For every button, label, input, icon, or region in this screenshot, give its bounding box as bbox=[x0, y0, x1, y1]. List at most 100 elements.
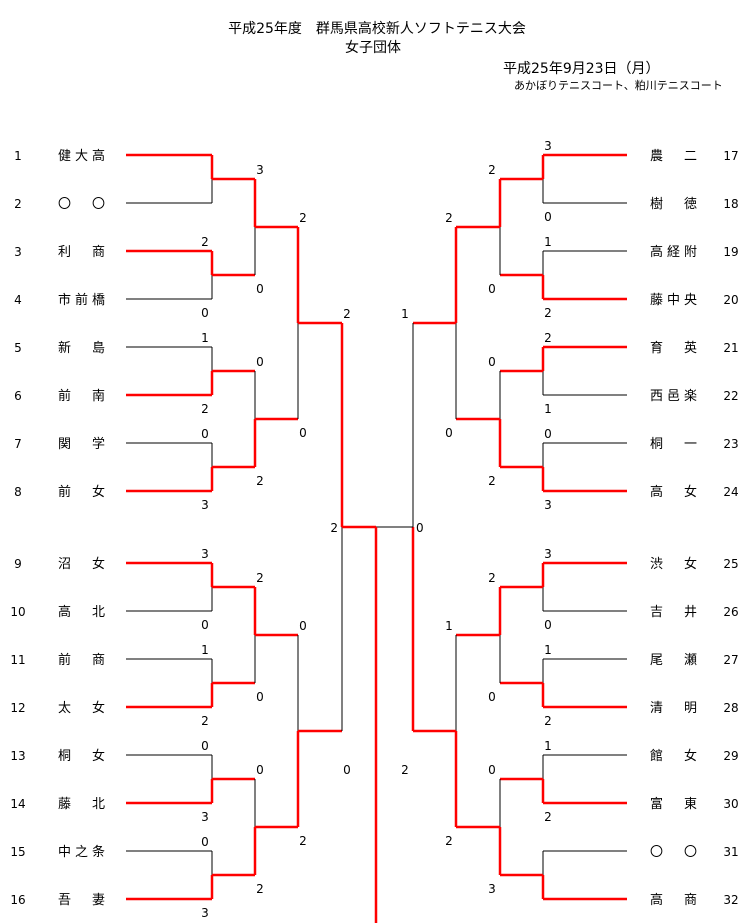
match-score: 0 bbox=[256, 355, 264, 369]
team-seed-number: 3 bbox=[14, 245, 22, 259]
match-score: 2 bbox=[488, 474, 496, 488]
match-score: 2 bbox=[488, 163, 496, 177]
team-name: 太 女 bbox=[58, 700, 109, 716]
team-seed-number: 9 bbox=[14, 557, 22, 571]
team-name: 前 南 bbox=[58, 388, 109, 404]
match-score: 0 bbox=[299, 426, 307, 440]
match-score: 0 bbox=[488, 690, 496, 704]
team-name: 藤 北 bbox=[58, 797, 109, 812]
match-score: 2 bbox=[445, 834, 453, 848]
team-seed-number: 24 bbox=[723, 485, 738, 499]
team-seed-number: 10 bbox=[10, 605, 25, 619]
match-score: 2 bbox=[544, 810, 552, 824]
team-seed-number: 2 bbox=[14, 197, 22, 211]
match-score: 2 bbox=[256, 474, 264, 488]
match-score: 1 bbox=[201, 643, 209, 657]
team-seed-number: 6 bbox=[14, 389, 22, 403]
team-name: 高 女 bbox=[650, 484, 701, 500]
match-score: 2 bbox=[401, 763, 409, 777]
match-score: 0 bbox=[201, 618, 209, 632]
team-name: 桐 一 bbox=[650, 437, 701, 452]
match-score: 2 bbox=[299, 211, 307, 225]
team-seed-number: 13 bbox=[10, 749, 25, 763]
match-score: 3 bbox=[201, 906, 209, 920]
match-score: 0 bbox=[445, 426, 453, 440]
match-score: 0 bbox=[256, 690, 264, 704]
match-score: 0 bbox=[343, 763, 351, 777]
match-score: 3 bbox=[488, 882, 496, 896]
match-score: 0 bbox=[201, 835, 209, 849]
team-name: 〇 〇 bbox=[650, 845, 701, 860]
team-name: 桐 女 bbox=[58, 748, 109, 764]
match-score: 1 bbox=[544, 402, 552, 416]
team-name: 樹 徳 bbox=[650, 197, 701, 212]
team-name: 健大高 bbox=[58, 148, 109, 164]
match-score: 0 bbox=[256, 282, 264, 296]
match-score: 2 bbox=[488, 571, 496, 585]
match-score: 0 bbox=[544, 618, 552, 632]
match-score: 1 bbox=[544, 235, 552, 249]
team-seed-number: 19 bbox=[723, 245, 738, 259]
match-score: 2 bbox=[343, 307, 351, 321]
match-score: 1 bbox=[401, 307, 409, 321]
team-name: 市前橋 bbox=[58, 292, 109, 308]
match-score: 2 bbox=[544, 306, 552, 320]
team-name: 前 商 bbox=[58, 652, 109, 668]
event-venue: あかぼりテニスコート、粕川テニスコート bbox=[514, 79, 723, 92]
match-score: 3 bbox=[544, 139, 552, 153]
team-seed-number: 15 bbox=[10, 845, 25, 859]
team-name: 沼 女 bbox=[58, 556, 109, 572]
match-score: 3 bbox=[201, 810, 209, 824]
match-score: 2 bbox=[201, 235, 209, 249]
team-name: 館 女 bbox=[650, 748, 701, 764]
team-name: 渋 女 bbox=[650, 556, 701, 572]
match-score: 2 bbox=[544, 331, 552, 345]
team-name: 吉 井 bbox=[650, 605, 701, 620]
team-name: 関 学 bbox=[58, 436, 109, 452]
team-seed-number: 28 bbox=[723, 701, 738, 715]
match-score: 0 bbox=[488, 355, 496, 369]
match-score: 0 bbox=[488, 763, 496, 777]
match-score: 0 bbox=[201, 306, 209, 320]
event-category: 女子団体 bbox=[345, 40, 401, 56]
team-name: 尾 瀬 bbox=[650, 653, 701, 668]
team-seed-number: 27 bbox=[723, 653, 738, 667]
team-name: 利 商 bbox=[58, 245, 109, 260]
team-name: 藤中央 bbox=[650, 293, 701, 308]
team-name: 前 女 bbox=[58, 484, 109, 500]
team-name: 農 二 bbox=[650, 149, 701, 164]
team-seed-number: 23 bbox=[723, 437, 738, 451]
team-seed-number: 31 bbox=[723, 845, 738, 859]
match-score: 0 bbox=[256, 763, 264, 777]
team-seed-number: 20 bbox=[723, 293, 738, 307]
team-seed-number: 25 bbox=[723, 557, 738, 571]
tournament-title: 平成25年度 群馬県高校新人ソフトテニス大会 bbox=[228, 21, 526, 37]
team-name: 清 明 bbox=[650, 701, 701, 716]
team-seed-number: 17 bbox=[723, 149, 738, 163]
team-name: 高経附 bbox=[650, 244, 701, 260]
team-seed-number: 4 bbox=[14, 293, 22, 307]
match-score: 0 bbox=[544, 427, 552, 441]
match-score: 1 bbox=[201, 331, 209, 345]
match-score: 3 bbox=[256, 163, 264, 177]
team-seed-number: 26 bbox=[723, 605, 738, 619]
match-score: 0 bbox=[201, 739, 209, 753]
team-name: 西邑楽 bbox=[650, 388, 701, 404]
match-score: 0 bbox=[201, 427, 209, 441]
match-score: 2 bbox=[445, 211, 453, 225]
team-seed-number: 21 bbox=[723, 341, 738, 355]
final-score: 0 bbox=[416, 521, 424, 535]
final-score: 2 bbox=[330, 521, 338, 535]
match-score: 1 bbox=[544, 739, 552, 753]
team-name: 高 商 bbox=[650, 892, 701, 908]
team-seed-number: 14 bbox=[10, 797, 25, 811]
team-name: 〇 〇 bbox=[58, 197, 109, 212]
team-seed-number: 12 bbox=[10, 701, 25, 715]
team-seed-number: 8 bbox=[14, 485, 22, 499]
team-name: 富 東 bbox=[650, 796, 701, 812]
match-score: 1 bbox=[445, 619, 453, 633]
team-seed-number: 11 bbox=[10, 653, 25, 667]
event-date: 平成25年9月23日（月） bbox=[503, 61, 660, 77]
team-seed-number: 18 bbox=[723, 197, 738, 211]
